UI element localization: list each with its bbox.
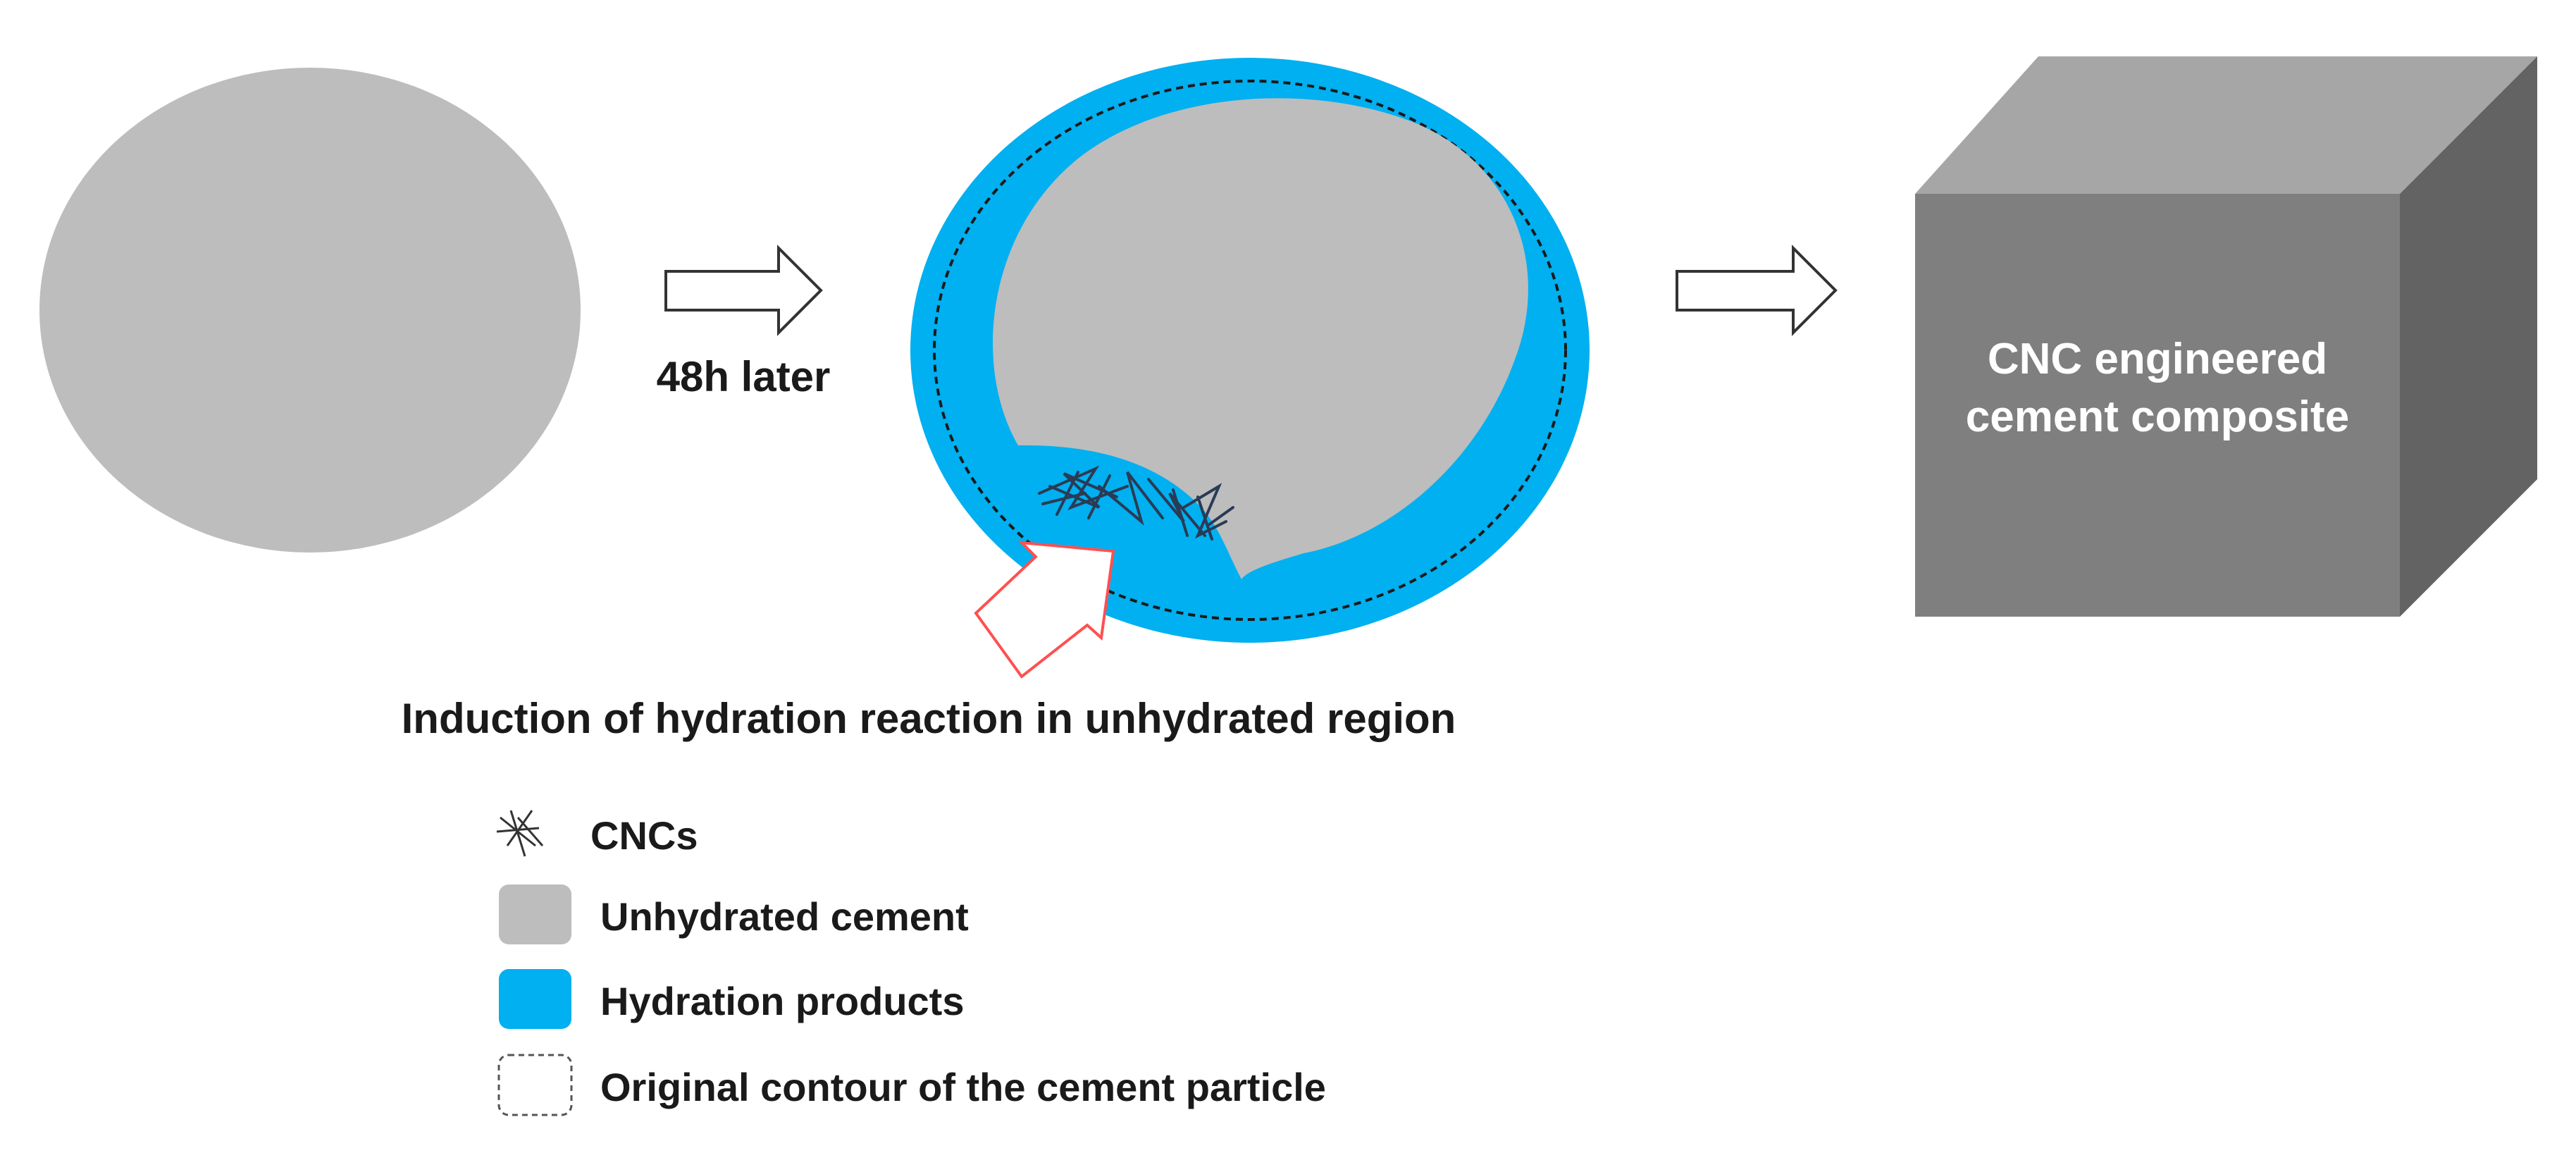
legend-label-cncs: CNCs	[590, 813, 698, 858]
legend-item-unhydrated: Unhydrated cement	[499, 884, 969, 944]
arrow-label-48h: 48h later	[657, 353, 831, 400]
unhydrated-particle	[39, 68, 581, 553]
cube-front	[1915, 194, 2400, 617]
annotation-text: Induction of hydration reaction in unhyd…	[402, 695, 1456, 742]
cube-label-line1: CNC engineered	[1988, 335, 2327, 383]
legend-item-hydration: Hydration products	[499, 969, 964, 1029]
legend-item-contour: Original contour of the cement particle	[497, 1054, 1326, 1116]
legend-label-hydration: Hydration products	[600, 979, 964, 1023]
legend-item-cncs: CNCs	[496, 810, 698, 858]
cube-top	[1915, 56, 2537, 194]
cnc-fibers-cluster	[1038, 465, 1234, 541]
induction-pointer-arrow	[974, 541, 1115, 679]
cnc-fibers-icon	[496, 810, 544, 857]
gray-swatch	[499, 884, 571, 944]
blue-swatch	[499, 969, 571, 1029]
cube-side	[2400, 56, 2537, 617]
legend: CNCs Unhydrated cement Hydration product…	[496, 810, 1326, 1116]
dashed-outline-swatch	[497, 1054, 573, 1116]
original-contour-outline	[933, 80, 1567, 621]
legend-label-unhydrated: Unhydrated cement	[600, 894, 969, 939]
legend-label-contour: Original contour of the cement particle	[600, 1065, 1326, 1109]
cube-label-line2: cement composite	[1966, 393, 2349, 441]
unhydrated-core	[993, 98, 1528, 579]
process-arrow-1	[664, 245, 823, 336]
process-arrow-2	[1676, 245, 1838, 336]
